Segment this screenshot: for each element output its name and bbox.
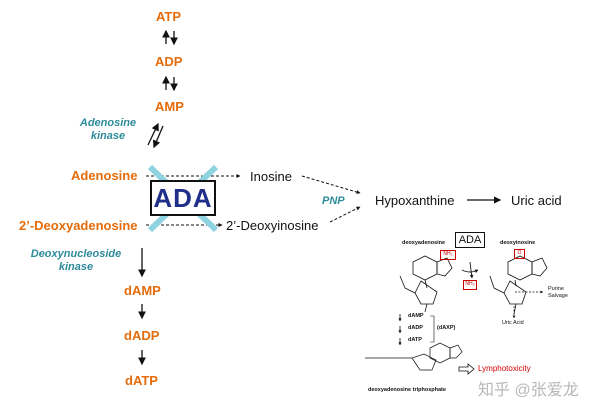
nh2-label: NH₂ [443,251,453,257]
hypoxanthine-label: Hypoxanthine [375,193,455,208]
amp-adenosine-arrows [147,122,164,149]
datp-label: dATP [125,373,158,388]
nh3-label: NH₃ [465,281,475,287]
nh2-highlight: NH₂ [440,250,456,260]
triphosphate-label: deoxyadenosine triphosphate [368,387,446,393]
amp-label: AMP [155,99,184,114]
atp-adp-arrows [162,29,178,46]
inset-uric-acid-label: Uric Acid [502,320,524,326]
inset-ada-label: ADA [458,234,482,246]
inset-daxp-label: (dAXP) [437,325,456,331]
damp-label: dAMP [124,283,161,298]
adp-amp-arrows [162,75,178,92]
deoxyinosine-to-hypoxanthine-arrow [329,206,361,223]
inset-datp-label: dATP [408,337,422,343]
inset-dadp-label: dADP [408,325,423,331]
oxygen-label: O [517,250,522,256]
deoxyadenosine-label: 2’-Deoxyadenosine [19,218,138,233]
deoxyadenosine-structure [399,255,453,313]
inset-ada-box: ADA [455,232,485,248]
inosine-label: Inosine [250,169,292,184]
deoxyinosine-structure [489,255,548,315]
watermark: 知乎 @张爱龙 [478,382,579,399]
atp-label: ATP [156,9,182,24]
inset-damp-label: dAMP [408,313,424,319]
nh3-highlight: NH₃ [463,280,477,290]
deoxynucleoside-kinase-label: Deoxynucleoside kinase [30,248,122,273]
datp-structure [365,342,463,371]
adenosine-label: Adenosine [71,168,138,183]
ada-box: ADA [150,180,216,216]
dadp-label: dADP [124,328,160,343]
deoxyinosine-label: 2’-Deoxyinosine [226,218,319,233]
ada-label: ADA [153,182,213,213]
inset-panel [365,255,548,375]
lymphotoxicity-label: Lymphotoxicity [478,364,531,373]
adp-label: ADP [155,54,183,69]
pnp-label: PNP [322,195,345,207]
inset-deoxyinosine-label: deoxyinosine [500,240,536,246]
purine-salvage-label: Purine Salvage [548,286,568,299]
adenosine-kinase-label: Adenosine kinase [79,117,137,142]
inset-deoxyadenosine-label: deoxyadenosine [402,240,446,246]
oxygen-highlight: O [514,249,525,259]
inosine-to-hypoxanthine-arrow [301,175,361,194]
uric-acid-label: Uric acid [511,193,562,208]
